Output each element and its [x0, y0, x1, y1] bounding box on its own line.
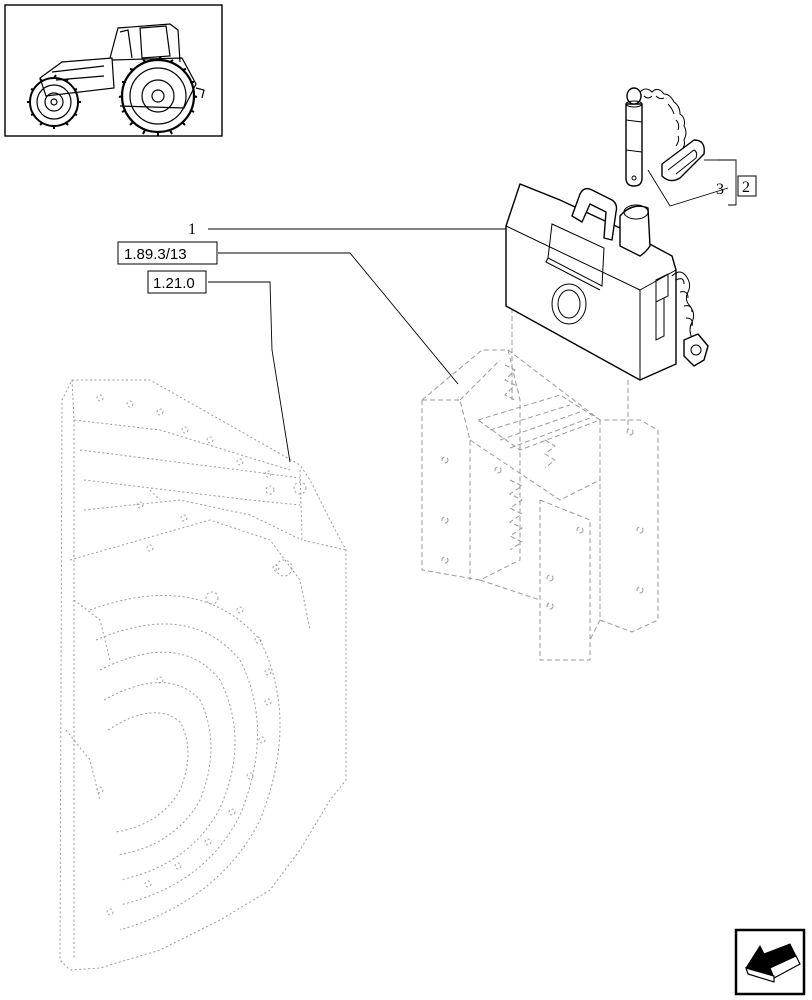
- reference-label: 1.89.3/13: [124, 246, 187, 263]
- tractor-thumbnail: [4, 4, 223, 137]
- drawbar-block: [505, 183, 709, 381]
- leader-lines: [208, 159, 737, 463]
- hitch-bracket-outline: [421, 300, 659, 661]
- reference-box-1-21-0[interactable]: 1.21.0: [147, 270, 207, 294]
- locking-pin: [625, 87, 705, 187]
- reference-label: 1.21.0: [153, 275, 195, 292]
- reference-box-1-89-3-13[interactable]: 1.89.3/13: [117, 241, 218, 265]
- callout-3: 3: [716, 181, 724, 198]
- tractor-icon: [27, 23, 205, 136]
- callout-2: 2: [742, 179, 750, 196]
- callout-2-box: 2: [737, 175, 757, 197]
- transmission-housing-outline: [59, 379, 347, 971]
- back-arrow-icon[interactable]: [734, 928, 806, 996]
- callout-1: 1: [188, 221, 196, 238]
